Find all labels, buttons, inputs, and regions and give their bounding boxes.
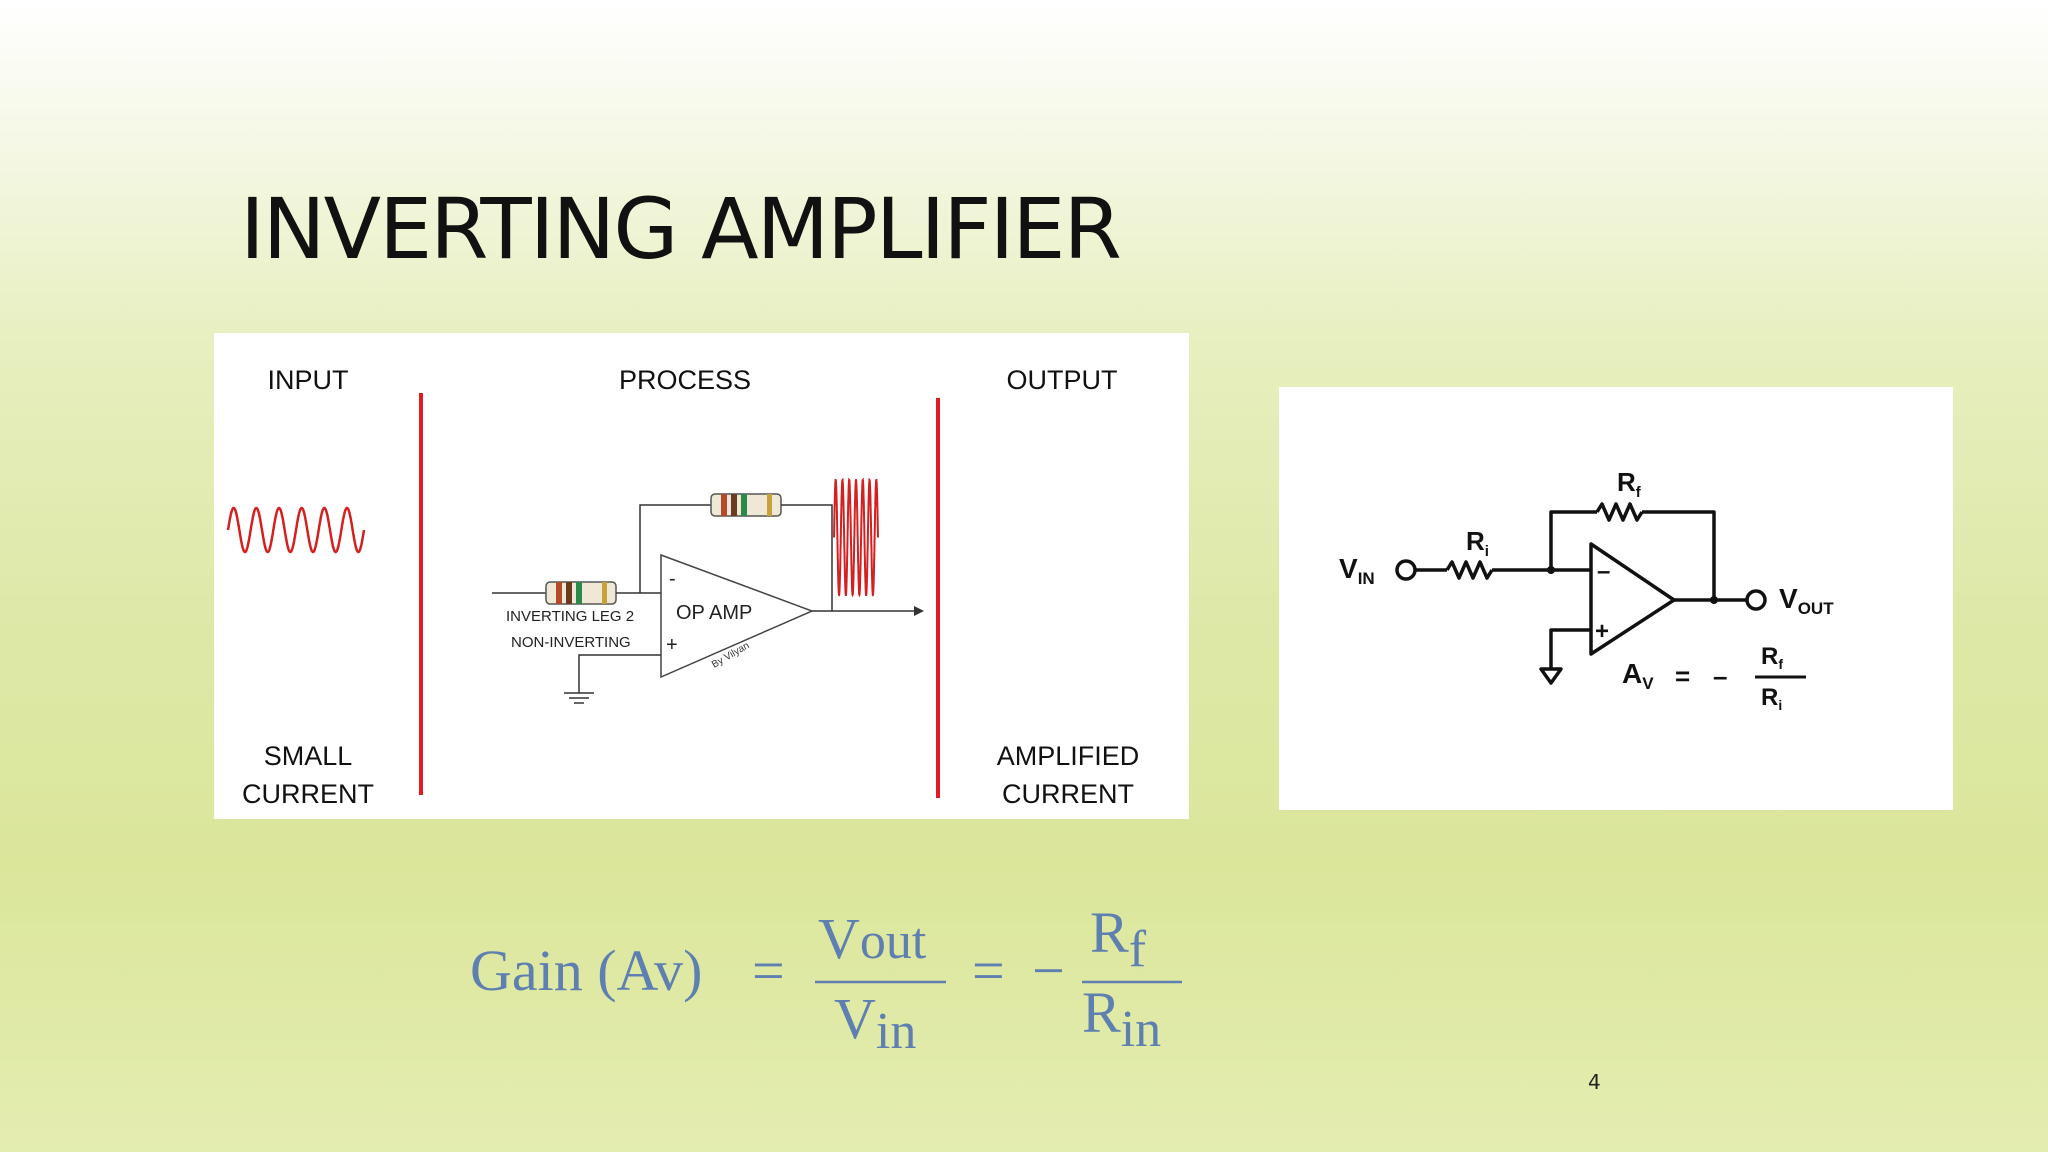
feedback-resistor-rf (1595, 502, 1644, 522)
output-label: OUTPUT (1007, 365, 1118, 395)
opamp-triangle (660, 553, 815, 679)
av-negative: – (1713, 661, 1727, 691)
formula-minus: − (1032, 938, 1065, 1003)
small-current-wave (226, 506, 366, 554)
inverting-amplifier-schematic: VIN VOUT Ri Rf – + AV = – Rf Ri (1279, 387, 1953, 810)
input-label: INPUT (268, 365, 349, 395)
input-resistor (545, 581, 617, 605)
process-label: PROCESS (619, 365, 751, 395)
vin-terminal (1395, 559, 1417, 581)
formula-lhs: Gain (Av) (470, 938, 702, 1003)
rf-label: Rf (1617, 467, 1642, 501)
formula-numerator-rf: Rf (1090, 900, 1147, 978)
output-caption-line2: CURRENT (1002, 779, 1134, 809)
formula-equals-1: = (752, 938, 785, 1003)
feedback-resistor (710, 493, 782, 517)
vout-terminal (1745, 589, 1767, 611)
formula-denominator-rin: Rin (1082, 980, 1161, 1058)
schematic-svg: VIN VOUT Ri Rf – + AV = – Rf Ri (1339, 467, 1834, 713)
gain-formula: Gain (Av) = Vout Vin = − Rf Rin (470, 900, 1182, 1060)
output-caption-line1: AMPLIFIED (997, 741, 1140, 771)
process-diagram-svg: INPUT PROCESS OUTPUT SMALL CURRENT AMPLI… (226, 365, 1140, 809)
av-fraction-denominator: Ri (1761, 684, 1782, 713)
schematic-plus-sign: + (1595, 618, 1609, 645)
inverting-leg-label: INVERTING LEG 2 (506, 608, 634, 625)
opamp-circuit: - + OP AMP By Vilyan INVERTING LEG 2 NON… (492, 493, 924, 704)
opamp-label: OP AMP (676, 602, 752, 624)
input-caption-line2: CURRENT (242, 779, 374, 809)
input-caption-line1: SMALL (264, 741, 353, 771)
formula-denominator-vin: Vin (834, 986, 916, 1060)
av-label: AV (1622, 658, 1654, 693)
opamp-minus: - (669, 568, 676, 590)
formula-equals-2: = (972, 938, 1005, 1003)
schematic-minus-sign: – (1597, 558, 1610, 585)
av-equals: = (1675, 661, 1690, 691)
vin-label: VIN (1339, 553, 1375, 588)
slide-number: 4 (1588, 1070, 1601, 1094)
av-fraction-numerator: Rf (1761, 643, 1783, 672)
amplified-current-wave (833, 477, 879, 598)
ground-symbol (564, 692, 594, 704)
opamp-plus: + (666, 634, 678, 656)
vout-label: VOUT (1779, 583, 1834, 618)
formula-numerator-vout: Vout (818, 906, 927, 971)
input-resistor-ri (1445, 560, 1494, 580)
input-process-output-diagram: INPUT PROCESS OUTPUT SMALL CURRENT AMPLI… (214, 333, 1189, 819)
schematic-ground (1539, 667, 1563, 685)
ri-label: Ri (1466, 526, 1489, 560)
slide-title: INVERTING AMPLIFIER (240, 180, 1122, 278)
non-inverting-label: NON-INVERTING (511, 634, 631, 651)
schematic-opamp-triangle (1589, 542, 1676, 656)
